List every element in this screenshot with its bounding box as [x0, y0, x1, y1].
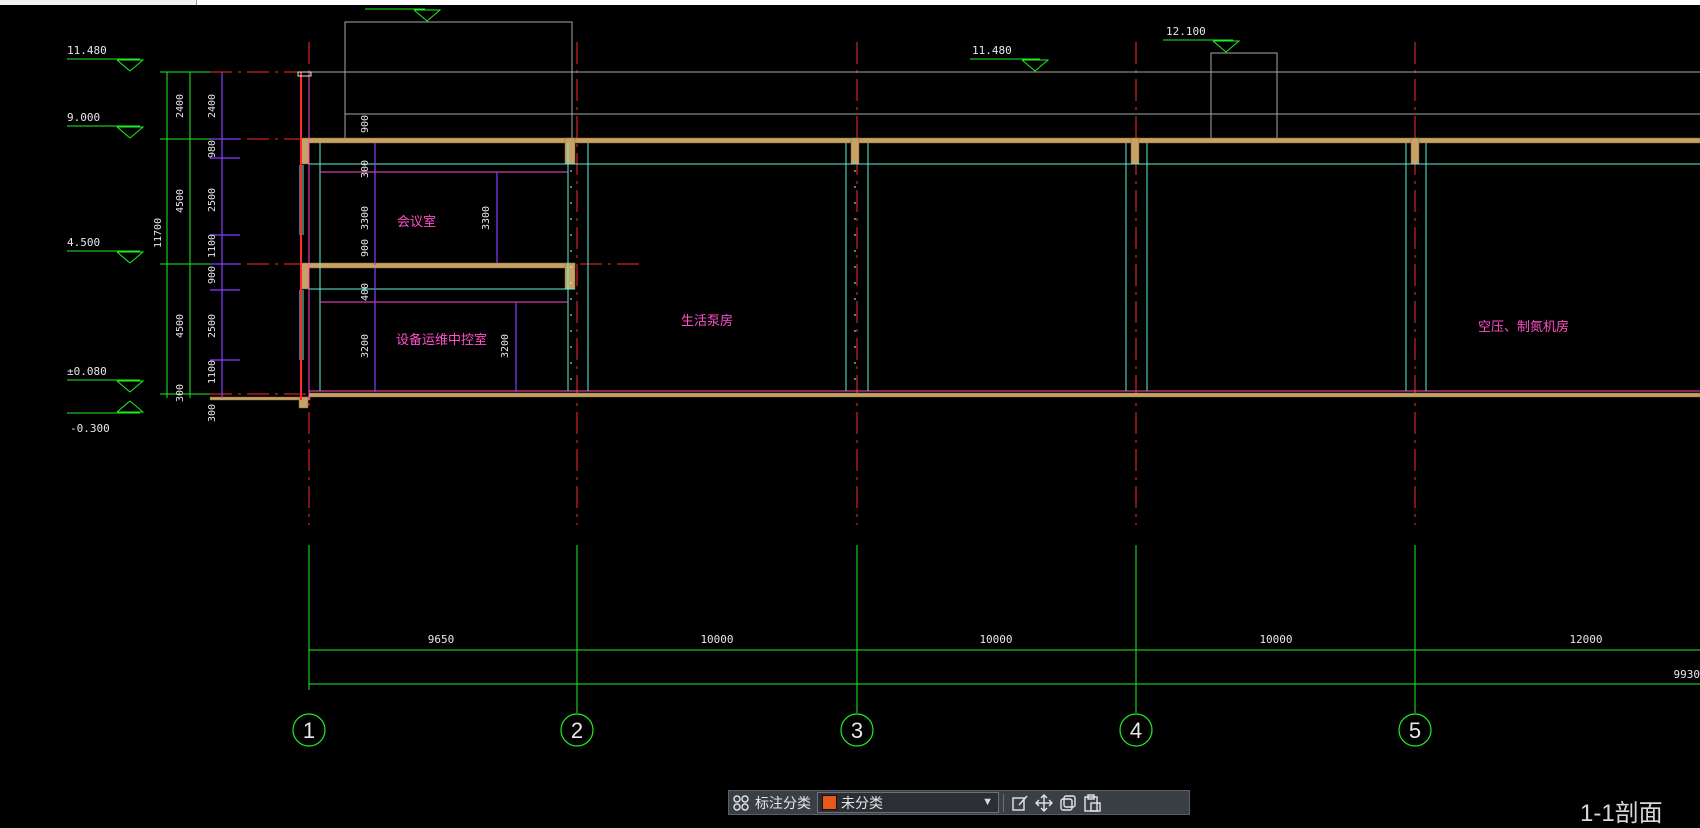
dim-room-right: 3200 [500, 334, 511, 358]
dim-outer: 4500 [175, 189, 186, 213]
dim-inner: 900 [207, 266, 218, 284]
dim-inner: 1100 [207, 360, 218, 384]
dim-outer-total: 11700 [153, 218, 164, 248]
paste-icon[interactable] [1080, 791, 1104, 815]
horizontal-dimension-lines [309, 545, 1700, 713]
column-hatching [571, 170, 855, 385]
ceiling-lines [320, 172, 568, 302]
category-value: 未分类 [841, 793, 883, 813]
category-label: 标注分类 [753, 793, 817, 813]
axis-label-1: 1 [303, 718, 315, 743]
level-text-mid-roof: 11.480 [972, 44, 1012, 57]
dim-room: 300 [360, 160, 371, 178]
dim-inner: 980 [207, 140, 218, 158]
dim-inner: 300 [207, 404, 218, 422]
dim-room-right: 3300 [481, 206, 492, 230]
dim-span: 10000 [1259, 633, 1292, 646]
level-text-below: -0.300 [70, 422, 110, 435]
level-text-third: 4.500 [67, 236, 100, 249]
dim-outer: 300 [175, 384, 186, 402]
axis-label-2: 2 [571, 718, 583, 743]
dim-room: 400 [360, 283, 371, 301]
dim-inner: 2400 [207, 94, 218, 118]
dim-span: 12000 [1569, 633, 1602, 646]
level-text-second: 9.000 [67, 111, 100, 124]
room-name-compressor: 空压、制氮机房 [1478, 319, 1569, 335]
dim-span: 10000 [700, 633, 733, 646]
roof-outlines [298, 22, 1700, 140]
category-color-swatch [822, 795, 837, 810]
toolbar-separator [1003, 794, 1004, 812]
axis-label-4: 4 [1130, 718, 1142, 743]
level-text-top: 11.480 [67, 44, 107, 57]
level-markers [67, 9, 1239, 413]
room-name-pump: 生活泵房 [681, 313, 733, 329]
dim-span: 10000 [979, 633, 1012, 646]
edit-icon[interactable] [1008, 791, 1032, 815]
room-name-meeting: 会议室 [397, 214, 436, 230]
chevron-down-icon: ▼ [982, 796, 993, 808]
dim-inner: 2500 [207, 188, 218, 212]
axis-label-5: 5 [1409, 718, 1421, 743]
level-text-ground: ±0.080 [67, 365, 107, 378]
copy-icon[interactable] [1056, 791, 1080, 815]
level-text-roof-box: 12.100 [1166, 25, 1206, 38]
room-name-control: 设备运维中控室 [396, 332, 487, 348]
move-icon[interactable] [1032, 791, 1056, 815]
vertical-dimension-lines [160, 72, 210, 398]
dim-outer: 2400 [175, 94, 186, 118]
dim-total: 9930 [1674, 668, 1700, 681]
dim-room: 3300 [360, 206, 371, 230]
dim-inner: 1100 [207, 234, 218, 258]
dim-room: 3200 [360, 334, 371, 358]
view-name-label: 1-1剖面 [1580, 793, 1663, 828]
annotation-toolbar: 标注分类 未分类 ▼ [728, 790, 1190, 815]
dim-span: 9650 [428, 633, 455, 646]
dim-room: 900 [360, 239, 371, 257]
axis-label-3: 3 [851, 718, 863, 743]
floor-slabs [210, 138, 1700, 408]
dim-inner: 2500 [207, 314, 218, 338]
grid-icon[interactable] [729, 791, 753, 815]
category-select[interactable]: 未分类 ▼ [817, 792, 999, 813]
dim-outer: 4500 [175, 314, 186, 338]
dim-room: 900 [360, 115, 371, 133]
